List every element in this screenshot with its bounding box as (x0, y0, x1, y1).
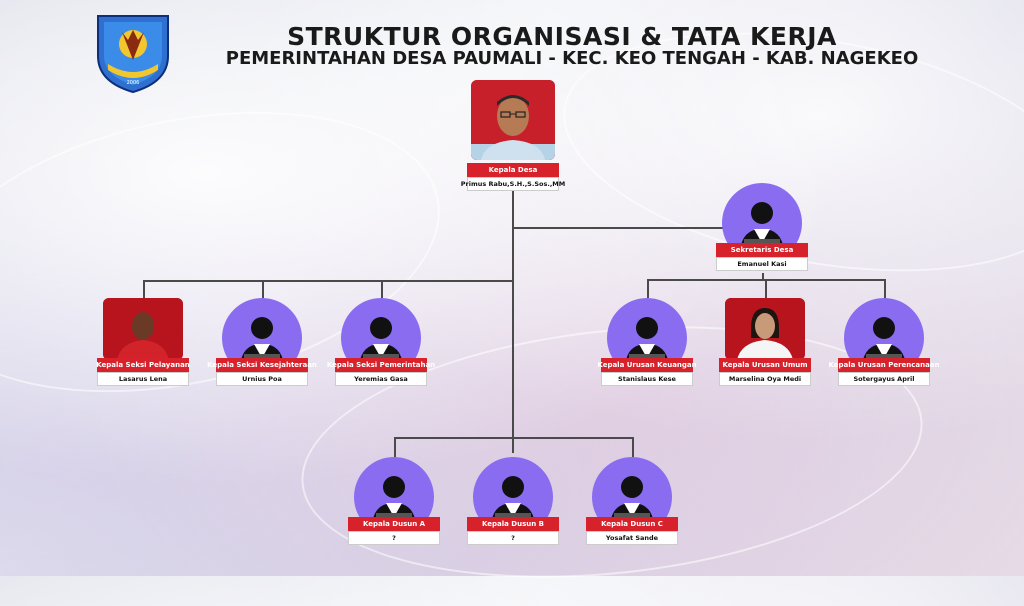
connector-line (262, 280, 264, 298)
connector-line (884, 279, 886, 298)
page-subtitle: PEMERINTAHAN DESA PAUMALI - KEC. KEO TEN… (225, 48, 919, 69)
connector-line (762, 273, 764, 279)
name-label: ? (348, 531, 440, 545)
connector-line (632, 437, 634, 457)
role-label: Sekretaris Desa (716, 243, 808, 257)
role-label: Kepala Seksi Pemerintahan (327, 358, 435, 372)
photo-urusan-umum (725, 298, 805, 360)
photo-kepala-desa (471, 80, 555, 160)
name-label: Primus Rabu,S.H.,S.Sos.,MM (461, 177, 565, 191)
name-label: ? (467, 531, 559, 545)
role-label: Kepala Seksi Kesejahteraan (207, 358, 317, 372)
role-label: Kepala Urusan Umum (719, 358, 811, 372)
connector-line (394, 437, 632, 439)
name-label: Lasarus Lena (97, 372, 189, 386)
name-label: Sotergayus April (838, 372, 930, 386)
connector-line (765, 279, 767, 298)
page-title: STRUKTUR ORGANISASI & TATA KERJA (287, 22, 837, 51)
connector-line (143, 280, 145, 298)
connector-line (381, 280, 383, 298)
photo-seksi-pelayanan (103, 298, 183, 360)
connector-line (512, 188, 514, 453)
connector-line (394, 437, 396, 457)
role-label: Kepala Desa (467, 163, 559, 177)
role-label: Kepala Urusan Perencanaan (828, 358, 940, 372)
connector-line (512, 227, 762, 229)
name-label: Marselina Oya Medi (719, 372, 811, 386)
role-label: Kepala Seksi Pelayanan (96, 358, 190, 372)
role-label: Kepala Dusun B (467, 517, 559, 531)
svg-text:2006: 2006 (127, 80, 140, 86)
name-label: Urnius Poa (216, 372, 308, 386)
connector-line (647, 279, 649, 298)
nagekeo-logo: 2006 (97, 15, 169, 94)
name-label: Yosafat Sande (586, 531, 678, 545)
connector-line (143, 280, 512, 282)
name-label: Emanuel Kasi (716, 257, 808, 271)
name-label: Stanislaus Kese (601, 372, 693, 386)
role-label: Kepala Dusun C (586, 517, 678, 531)
role-label: Kepala Urusan Keuangan (597, 358, 697, 372)
name-label: Yeremias Gasa (335, 372, 427, 386)
role-label: Kepala Dusun A (348, 517, 440, 531)
